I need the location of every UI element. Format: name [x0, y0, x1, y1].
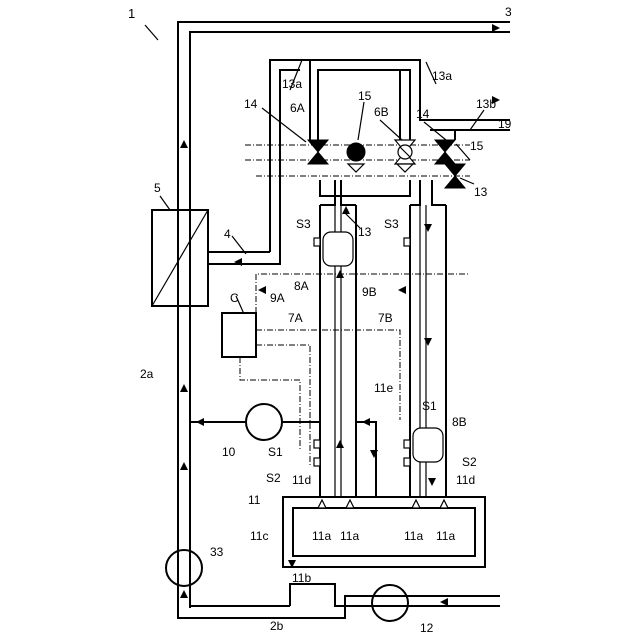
label-3: 3: [505, 5, 512, 19]
label-9B: 9B: [362, 285, 377, 299]
label-7A: 7A: [288, 311, 303, 325]
flow-arrows: [180, 24, 500, 606]
controller-C: [222, 313, 256, 357]
label-15-left: 15: [358, 89, 372, 103]
label-11a-3: 11a: [404, 529, 423, 543]
float-8A-icon: [323, 232, 353, 266]
label-system-1: 1: [128, 6, 135, 21]
valve-14-right-icon: [435, 140, 455, 164]
label-11a-4: 11a: [436, 529, 455, 543]
valve-6B-icon: [395, 140, 415, 164]
sensor-s3-left-icon: [314, 238, 320, 246]
label-11b: 11b: [292, 571, 311, 585]
label-11e: 11e: [374, 381, 393, 395]
heat-exchanger-5: [152, 210, 208, 306]
pipe-4: [208, 252, 280, 264]
label-11d-left: 11d: [292, 473, 311, 487]
label-19: 19: [498, 117, 512, 131]
pipe-11e: [356, 422, 376, 497]
float-8B-icon: [413, 428, 443, 462]
outer-main-pipe: [178, 22, 510, 608]
label-S1-right: S1: [422, 399, 437, 413]
valve-small-icon: [397, 164, 413, 172]
label-4: 4: [224, 227, 231, 241]
label-10: 10: [222, 445, 236, 459]
label-11a-1: 11a: [312, 529, 331, 543]
pump-12: [372, 585, 408, 621]
label-13a-right: 13a: [432, 69, 452, 83]
sensor-s1-right-icon: [404, 440, 410, 448]
label-11c: 11c: [250, 529, 268, 543]
tube-caps: [320, 180, 446, 205]
sensor-s1-left-icon: [314, 440, 320, 448]
label-14-left: 14: [244, 97, 258, 111]
label-S3-right: S3: [384, 217, 399, 231]
label-11d-right: 11d: [456, 473, 475, 487]
valve-6A-icon: [308, 140, 328, 164]
label-6A: 6A: [290, 101, 305, 115]
label-12: 12: [420, 621, 434, 635]
label-13b: 13b: [476, 97, 496, 111]
label-C: C: [230, 291, 239, 305]
label-S1-left: S1: [268, 445, 283, 459]
label-2b: 2b: [270, 619, 284, 633]
label-2a: 2a: [140, 367, 154, 381]
label-14-right: 14: [416, 107, 430, 121]
label-S2-left: S2: [266, 471, 281, 485]
sensor-s2-left-icon: [314, 458, 320, 466]
label-S2-right: S2: [462, 455, 477, 469]
label-13-mid: 13: [358, 225, 372, 239]
label-11: 11: [248, 493, 261, 507]
pump-33: [166, 550, 202, 586]
label-33: 33: [210, 545, 224, 559]
label-6B: 6B: [374, 105, 389, 119]
label-9A: 9A: [270, 291, 285, 305]
label-11a-2: 11a: [340, 529, 359, 543]
sensor-s3-right-icon: [404, 238, 410, 246]
return-pipe-2b: [178, 584, 500, 618]
sensor-s2-right-icon: [404, 458, 410, 466]
label-8A: 8A: [294, 279, 309, 293]
label-15-right: 15: [470, 139, 484, 153]
label-13a-left: 13a: [282, 77, 302, 91]
label-5: 5: [154, 181, 161, 195]
label-13-right: 13: [474, 185, 488, 199]
valve-15-left-icon: [347, 143, 365, 172]
label-7B: 7B: [378, 311, 393, 325]
label-8B: 8B: [452, 415, 467, 429]
label-S3-left: S3: [296, 217, 311, 231]
nozzle-11a-icons: [318, 500, 448, 508]
